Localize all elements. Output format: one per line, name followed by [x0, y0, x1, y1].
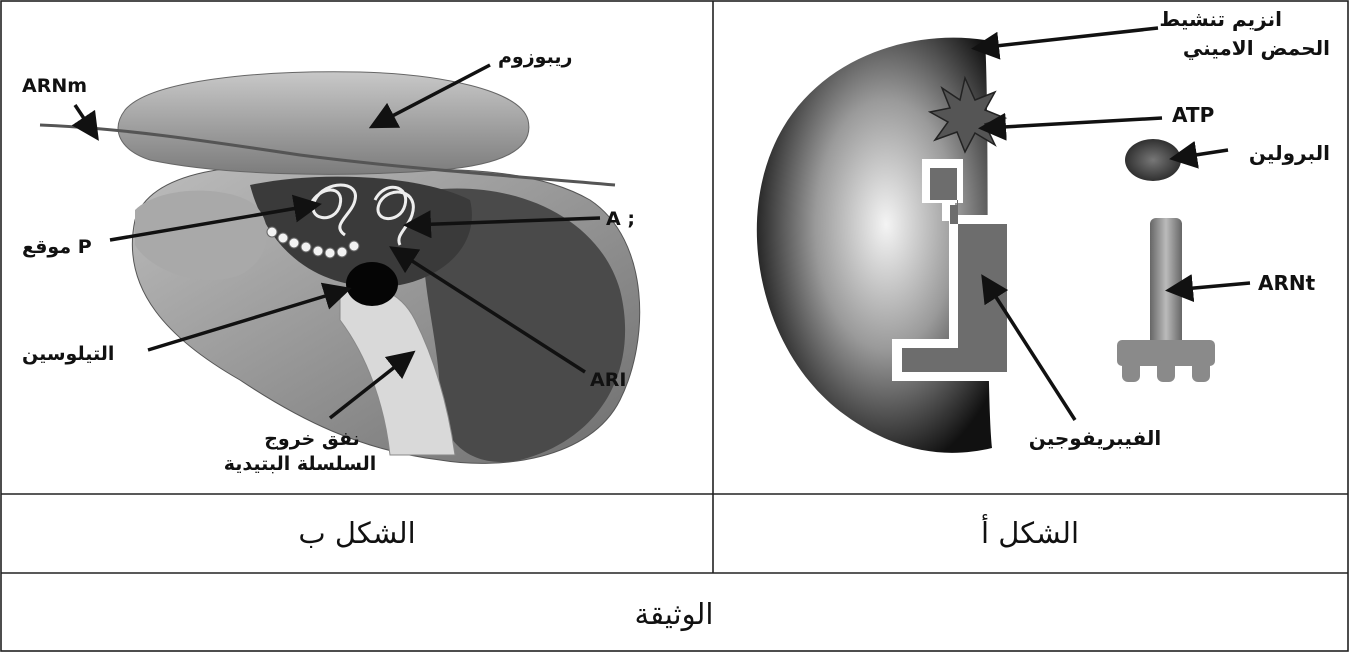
fibrinogen-site — [902, 168, 1007, 372]
label-enzyme-2: الحمض الاميني — [1183, 36, 1330, 61]
label-arnt-b: ARI — [590, 369, 626, 391]
proline-molecule — [1125, 139, 1181, 181]
caption-figure-a: الشكل أ — [981, 513, 1079, 550]
caption-document: الوثيقة — [635, 597, 714, 631]
amino-acid-ball — [346, 262, 398, 306]
peptide-chain — [266, 226, 360, 259]
label-tunnel-1: نفق خروج — [264, 428, 360, 450]
caption-figure-b: الشكل ب — [298, 516, 415, 550]
label-fibrinogen: الفيبريفوجين — [1029, 426, 1162, 450]
label-ribosome: ريبوزوم — [498, 46, 572, 68]
figure-b-diagram: ARNm ريبوزوم موقع P A ; التيلوسين ARI نف… — [22, 46, 641, 475]
figure-a-diagram: انزيم تنشيط الحمض الاميني ATP البرولين A… — [756, 7, 1330, 453]
label-proline: البرولين — [1249, 141, 1330, 165]
label-methionine: التيلوسين — [22, 343, 114, 365]
label-site-p: موقع P — [22, 236, 92, 258]
label-atp: ATP — [1172, 103, 1214, 127]
trna-molecule — [1117, 218, 1215, 382]
label-arnt-a: ARNt — [1258, 271, 1316, 295]
label-site-a: A ; — [606, 208, 635, 230]
label-arnm: ARNm — [22, 75, 87, 97]
mrna-strand — [39, 123, 616, 187]
label-tunnel-2: السلسلة البتيدية — [224, 453, 377, 475]
label-enzyme-1: انزيم تنشيط — [1159, 7, 1282, 31]
